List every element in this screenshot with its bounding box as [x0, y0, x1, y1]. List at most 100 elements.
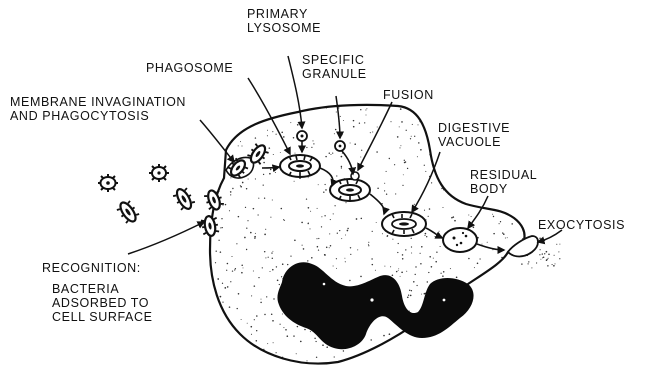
- stipple-dot: [309, 228, 310, 229]
- stipple-dot: [387, 235, 389, 237]
- stipple-dot: [354, 143, 356, 145]
- stipple-dot: [511, 223, 513, 225]
- stipple-dot: [420, 149, 422, 151]
- stipple-dot: [377, 127, 378, 128]
- stipple-dot: [276, 352, 277, 353]
- stipple-dot: [282, 314, 283, 315]
- stipple-dot: [330, 154, 331, 155]
- stipple-dot: [287, 335, 289, 337]
- stipple-dot: [318, 249, 319, 250]
- label-exocytosis: EXOCYTOSIS: [538, 218, 625, 232]
- stipple-dot: [306, 360, 307, 361]
- stipple-dot: [408, 295, 409, 296]
- leader-residual-body: [468, 196, 488, 228]
- stipple-dot: [263, 184, 264, 185]
- bacterium-adsorbed: [200, 215, 219, 237]
- stipple-dot: [411, 290, 412, 291]
- nucleus-fleck: [323, 283, 326, 286]
- stipple-dot: [421, 294, 422, 295]
- stipple-dot: [429, 208, 431, 210]
- stipple-dot: [350, 143, 351, 144]
- stipple-dot: [500, 221, 501, 222]
- stipple-dot: [456, 276, 458, 278]
- stipple-dot: [353, 120, 355, 122]
- stipple-dot: [384, 183, 385, 184]
- stipple-dot: [325, 189, 327, 191]
- stipple-dot: [350, 254, 351, 255]
- stipple-dot: [229, 306, 231, 308]
- bacterium-spiky: [149, 164, 169, 182]
- stipple-dot: [315, 341, 316, 342]
- stipple-dot: [539, 238, 541, 240]
- stipple-dot: [406, 271, 407, 272]
- stipple-dot: [273, 298, 274, 299]
- stipple-dot: [318, 184, 319, 185]
- stipple-dot: [493, 216, 494, 217]
- stipple-dot: [431, 182, 432, 183]
- stipple-dot: [407, 168, 408, 169]
- stipple-dot: [232, 188, 233, 189]
- stipple-dot: [329, 233, 330, 234]
- stipple-dot: [536, 262, 537, 263]
- stipple-dot: [324, 254, 326, 256]
- stipple-dot: [242, 182, 244, 184]
- stipple-dot: [341, 134, 343, 136]
- stipple-dot: [499, 223, 500, 224]
- stipple-dot: [503, 233, 505, 235]
- stipple-dot: [556, 244, 557, 245]
- stipple-dot: [528, 261, 529, 262]
- stipple-dot: [272, 131, 273, 132]
- stipple-dot: [345, 235, 346, 236]
- stipple-dot: [294, 181, 295, 182]
- stipple-dot: [256, 330, 257, 331]
- stipple-dot: [302, 245, 303, 246]
- phagosome-vesicle: [280, 155, 320, 177]
- stipple-dot: [368, 244, 369, 245]
- stipple-dot: [283, 327, 284, 328]
- stipple-dot: [410, 138, 411, 139]
- label-digestive-vacuole: DIGESTIVE VACUOLE: [438, 121, 510, 149]
- stipple-dot: [547, 265, 548, 266]
- stipple-dot: [255, 178, 256, 179]
- stipple-dot: [403, 174, 404, 175]
- stipple-dot: [246, 228, 247, 229]
- stipple-dot: [301, 222, 303, 224]
- stipple-dot: [253, 270, 254, 271]
- stipple-dot: [407, 296, 409, 298]
- label-primary-lysosome: PRIMARY LYSOSOME: [247, 7, 321, 35]
- stipple-dot: [220, 251, 222, 253]
- stipple-dot: [296, 353, 297, 354]
- stipple-dot: [418, 142, 420, 144]
- stipple-dot: [222, 283, 223, 284]
- leader-membrane-invagination: [200, 120, 234, 162]
- stipple-dot: [372, 231, 373, 232]
- stipple-dot: [425, 233, 427, 235]
- stipple-dot: [279, 324, 280, 325]
- stipple-dot: [272, 320, 274, 322]
- stipple-dot: [357, 249, 358, 250]
- stipple-dot: [411, 246, 412, 247]
- stipple-dot: [268, 257, 269, 258]
- stipple-dot: [412, 124, 413, 125]
- stipple-dot: [424, 165, 425, 166]
- stipple-dot: [240, 186, 242, 188]
- stipple-dot: [366, 108, 367, 109]
- stipple-dot: [272, 251, 273, 252]
- stipple-dot: [356, 218, 358, 220]
- stipple-dot: [350, 247, 351, 248]
- stipple-dot: [271, 252, 272, 253]
- stipple-dot: [426, 236, 427, 237]
- stipple-dot: [311, 257, 313, 259]
- stipple-dot: [323, 191, 324, 192]
- stipple-dot: [326, 247, 328, 249]
- stipple-dot: [281, 208, 283, 210]
- stipple-dot: [453, 216, 455, 218]
- stipple-dot: [297, 326, 298, 327]
- stipple-dot: [224, 287, 226, 289]
- stipple-dot: [293, 335, 294, 336]
- stipple-dot: [361, 150, 362, 151]
- stipple-dot: [221, 218, 222, 219]
- stipple-dot: [427, 281, 428, 282]
- stipple-dot: [264, 251, 265, 252]
